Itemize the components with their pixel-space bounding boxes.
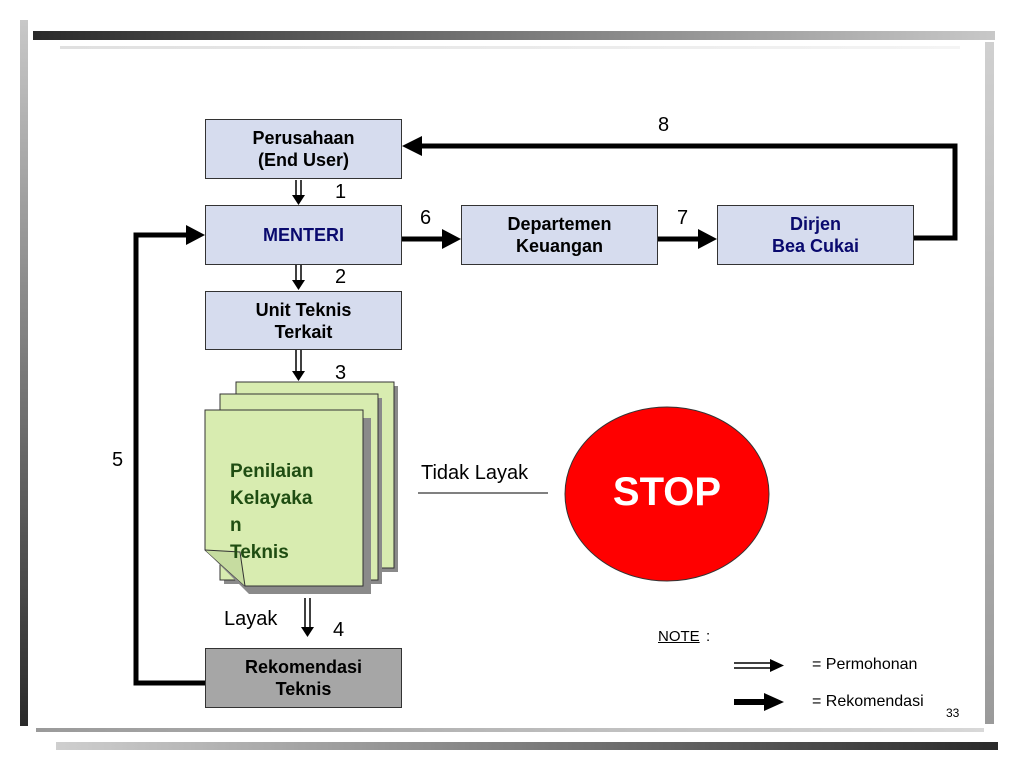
frame-bottom-bar [56, 742, 998, 750]
edge-label-2: 2 [335, 266, 347, 288]
node-perusahaan: Perusahaan (End User) [205, 119, 402, 179]
edge-label-1: 1 [335, 181, 347, 203]
page-number: 33 [946, 706, 960, 720]
legend-permohonan-arrow [734, 662, 772, 669]
stop-label: STOP [612, 470, 722, 514]
arrow-rekomendasi-to-menteri [133, 232, 205, 686]
arrowhead-menteri-to-unit [292, 280, 305, 290]
legend-rekomendasi-label: = Rekomendasi [812, 693, 924, 710]
legend-permohonan-arrowhead [770, 659, 784, 672]
edge-label-layak: Layak [224, 608, 278, 630]
edge-label-6: 6 [420, 207, 432, 229]
stop-sign [564, 406, 770, 582]
frame-top-shadow [60, 46, 960, 49]
arrow-perusahaan-to-menteri [295, 180, 302, 196]
node-unit-teknis: Unit Teknis Terkait [205, 291, 402, 350]
edge-label-5: 5 [112, 449, 124, 471]
arrow-dirjen-to-perusahaan [418, 143, 958, 241]
legend-permohonan-label: = Permohonan [812, 656, 918, 673]
arrowhead-penilaian-to-rekomendasi [301, 627, 314, 637]
arrowhead-departemen-to-dirjen [698, 229, 717, 249]
frame-right-bar [985, 42, 994, 724]
edge-label-4: 4 [333, 619, 345, 641]
penilaian-document-stack [204, 381, 398, 594]
arrowhead-rekomendasi-to-menteri [186, 225, 205, 245]
arrowhead-unit-to-penilaian [292, 371, 305, 381]
edge-label-tidak-layak: Tidak Layak [421, 462, 529, 484]
arrow-unit-to-penilaian [295, 350, 302, 372]
edge-label-3: 3 [335, 362, 347, 384]
arrowhead-dirjen-to-perusahaan [402, 136, 422, 156]
legend-title-colon: : [706, 628, 711, 645]
node-rekomendasi: Rekomendasi Teknis [205, 648, 402, 708]
arrow-menteri-to-unit [295, 265, 302, 281]
edge-label-7: 7 [677, 207, 689, 229]
frame-left-bar [20, 20, 28, 726]
arrowhead-perusahaan-to-menteri [292, 195, 305, 205]
node-departemen: Departemen Keuangan [461, 205, 658, 265]
arrowhead-menteri-to-departemen [442, 229, 461, 249]
node-menteri: MENTERI [205, 205, 402, 265]
arrow-penilaian-to-rekomendasi [304, 598, 311, 628]
legend-title: NOTE [658, 628, 700, 645]
legend-rekomendasi-arrowhead [764, 693, 784, 711]
node-penilaian-label: Penilaian Kelayaka n Teknis [230, 461, 314, 563]
frame-top-bar [33, 31, 995, 40]
edge-label-8: 8 [658, 114, 670, 136]
frame-bottom-inner-bar [36, 728, 984, 732]
node-dirjen: Dirjen Bea Cukai [717, 205, 914, 265]
